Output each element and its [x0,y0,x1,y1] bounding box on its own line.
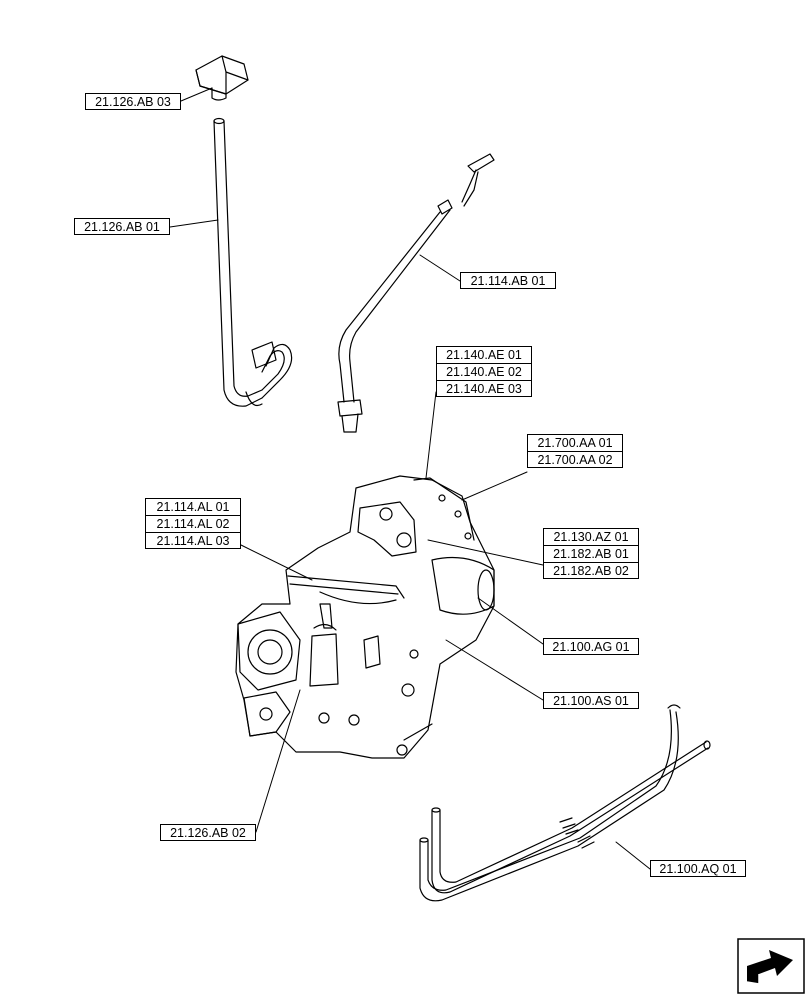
label-182-ab-01[interactable]: 21.182.AB 01 [543,545,639,562]
filler-tube-drawing [213,117,293,407]
next-page-arrow-icon [737,938,805,994]
next-page-button[interactable] [737,938,805,994]
label-130-az-01[interactable]: 21.130.AZ 01 [543,528,639,545]
label-filler-tube[interactable]: 21.126.AB 01 [74,218,170,235]
label-group-140-ae: 21.140.AE 01 21.140.AE 02 21.140.AE 03 [436,346,532,397]
dipstick-tube-drawing [337,153,495,433]
label-700-aa-02[interactable]: 21.700.AA 02 [527,451,623,468]
label-dipstick-tube[interactable]: 21.114.AB 01 [460,272,556,289]
label-182-ab-02[interactable]: 21.182.AB 02 [543,562,639,579]
label-140-ae-03[interactable]: 21.140.AE 03 [436,380,532,397]
label-140-ae-01[interactable]: 21.140.AE 01 [436,346,532,363]
transmission-housing-drawing [235,475,495,759]
label-140-ae-02[interactable]: 21.140.AE 02 [436,363,532,380]
label-126-ab-02[interactable]: 21.126.AB 02 [160,824,256,841]
label-114-al-02[interactable]: 21.114.AL 02 [145,515,241,532]
leader-lines [169,87,651,870]
label-100-aq[interactable]: 21.100.AQ 01 [650,860,746,877]
label-100-ag[interactable]: 21.100.AG 01 [543,638,639,655]
label-114-al-03[interactable]: 21.114.AL 03 [145,532,241,549]
label-700-aa-01[interactable]: 21.700.AA 01 [527,434,623,451]
label-group-130-182: 21.130.AZ 01 21.182.AB 01 21.182.AB 02 [543,528,639,579]
label-group-114-al: 21.114.AL 01 21.114.AL 02 21.114.AL 03 [145,498,241,549]
label-filler-cap[interactable]: 21.126.AB 03 [85,93,181,110]
label-114-al-01[interactable]: 21.114.AL 01 [145,498,241,515]
filler-cap-drawing [195,55,249,101]
label-group-700-aa: 21.700.AA 01 21.700.AA 02 [527,434,623,468]
label-100-as[interactable]: 21.100.AS 01 [543,692,639,709]
oil-pipes-drawing [419,704,711,902]
